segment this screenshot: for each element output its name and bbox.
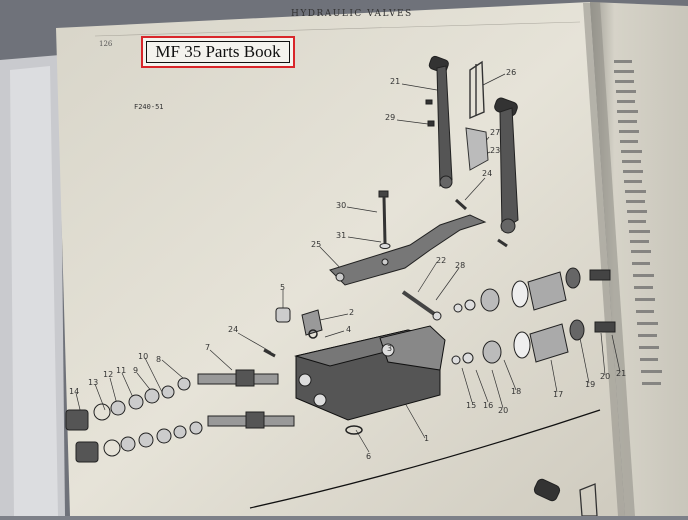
callout-6: 6: [366, 452, 372, 461]
callout-23: 23: [490, 146, 501, 155]
title-label-inner: MF 35 Parts Book: [146, 41, 290, 63]
callout-17: 17: [553, 390, 564, 399]
paper-sheet-left: [10, 66, 58, 516]
callout-11: 11: [116, 366, 127, 375]
callout-26: 26: [506, 68, 517, 77]
spine-shadow: [583, 2, 635, 516]
right-page: [590, 2, 688, 516]
title-label-frame: MF 35 Parts Book: [141, 36, 295, 68]
callout-8: 8: [156, 355, 162, 364]
page-number: 126: [99, 40, 113, 48]
callout-7: 7: [205, 343, 211, 352]
callout-12: 12: [103, 370, 114, 379]
callout-9: 9: [133, 366, 139, 375]
callout-20: 20: [498, 406, 509, 415]
callout-24-lower: 24: [228, 325, 239, 334]
callout-19: 19: [585, 380, 596, 389]
figure-code: F240-51: [134, 103, 164, 111]
callout-16: 16: [483, 401, 494, 410]
right-page-text: [614, 60, 662, 385]
page-header: HYDRAULIC VALVES: [291, 9, 413, 19]
callout-1: 1: [424, 434, 430, 443]
callout-25: 25: [311, 240, 322, 249]
callout-5: 5: [280, 283, 286, 292]
callout-29: 29: [385, 113, 396, 122]
callout-18: 18: [511, 387, 522, 396]
callout-28: 28: [455, 261, 466, 270]
callout-21-right: 21: [616, 369, 627, 378]
callout-31: 31: [336, 231, 347, 240]
callout-2: 2: [349, 308, 355, 317]
callout-30: 30: [336, 201, 347, 210]
callout-13: 13: [88, 378, 99, 387]
callout-15: 15: [466, 401, 477, 410]
callout-14: 14: [69, 387, 80, 396]
callout-3: 3: [387, 344, 393, 353]
callout-21: 21: [390, 77, 401, 86]
callout-22: 22: [436, 256, 447, 265]
callout-27: 27: [490, 128, 501, 137]
callout-20-right: 20: [600, 372, 611, 381]
callout-24: 24: [482, 169, 493, 178]
parts-diagram: [65, 55, 621, 517]
callout-4: 4: [346, 325, 352, 334]
title-label: MF 35 Parts Book: [155, 42, 281, 61]
callout-10: 10: [138, 352, 149, 361]
